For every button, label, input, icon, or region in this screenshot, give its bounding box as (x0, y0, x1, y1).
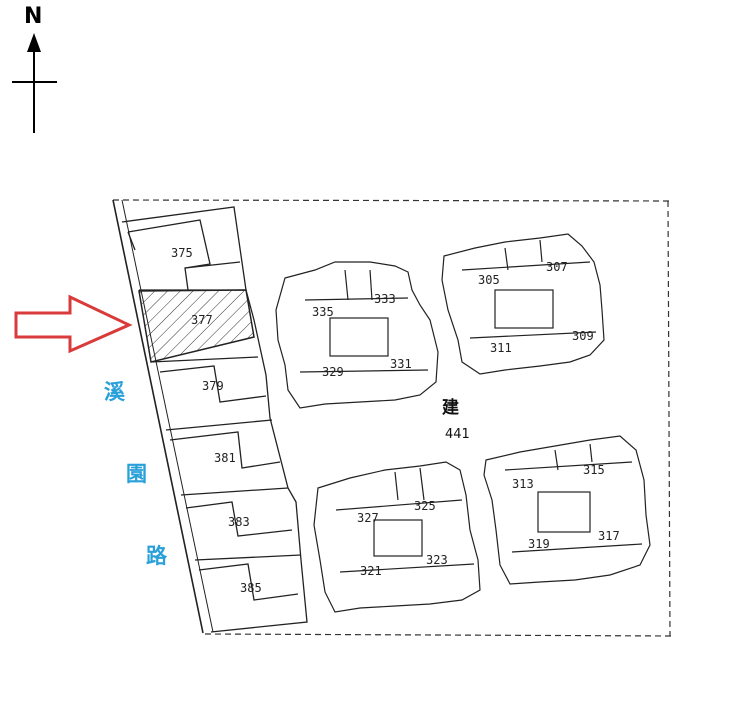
lot-number: 379 (202, 379, 224, 393)
road-name-char: 路 (146, 544, 167, 568)
lot-number: 377 (191, 313, 213, 327)
unit-number: 327 (357, 511, 379, 525)
unit-number: 323 (426, 553, 448, 567)
unit-number: 305 (478, 273, 500, 287)
highlighted-lot-377 (138, 289, 255, 363)
building-outlines (275, 233, 651, 613)
lot-number: 385 (240, 581, 262, 595)
road-name-char: 園 (126, 462, 147, 486)
unit-number: 309 (572, 329, 594, 343)
pointer-arrow-icon (14, 294, 133, 354)
lot-number: 375 (171, 246, 193, 260)
lot-number: 383 (228, 515, 250, 529)
unit-number: 329 (322, 365, 344, 379)
north-arrow-icon (12, 33, 57, 133)
base-lot-number: 441 (445, 427, 470, 442)
unit-number: 331 (390, 357, 412, 371)
unit-number: 335 (312, 305, 334, 319)
unit-number: 307 (546, 260, 568, 274)
unit-number: 325 (414, 499, 436, 513)
north-label: N (24, 4, 43, 29)
base-lot-char: 建 (442, 398, 459, 418)
road-name-char: 溪 (104, 380, 125, 404)
lot-number: 381 (214, 451, 236, 465)
lot-strip (121, 206, 308, 633)
unit-number: 315 (583, 463, 605, 477)
unit-number: 313 (512, 477, 534, 491)
unit-number: 333 (374, 292, 396, 306)
unit-number: 317 (598, 529, 620, 543)
unit-number: 311 (490, 341, 512, 355)
unit-number: 321 (360, 564, 382, 578)
unit-number: 319 (528, 537, 550, 551)
parcel-boundary (112, 199, 673, 637)
